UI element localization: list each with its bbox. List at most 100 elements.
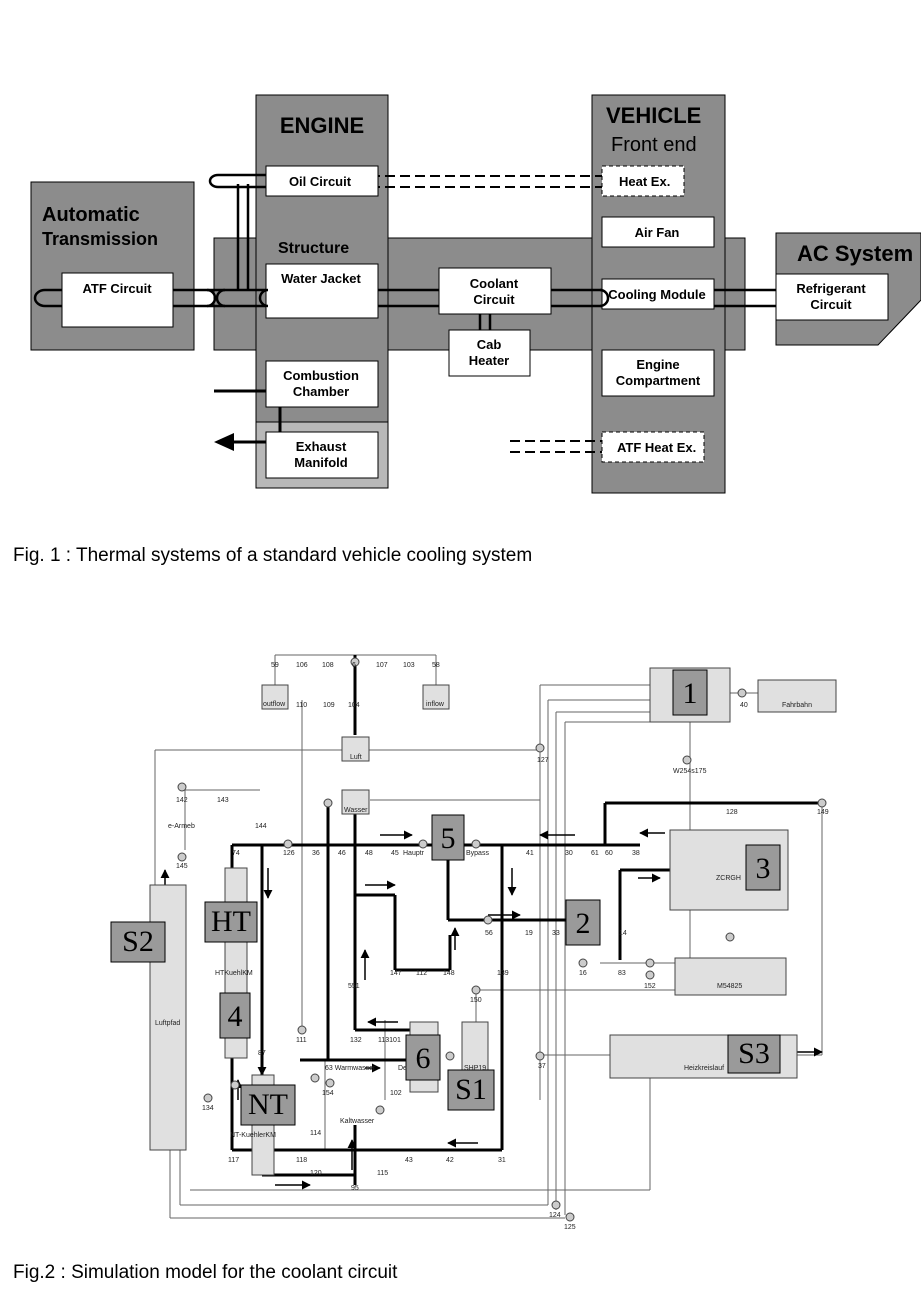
node-117: 117 <box>228 1157 239 1164</box>
lbl-ntkuehlkm: NT-KuehlerKM <box>230 1132 276 1139</box>
block-s1-label: S1 <box>455 1073 487 1106</box>
lbl-de: De <box>398 1065 407 1072</box>
node-110: 110 <box>296 702 307 709</box>
node-152: 152 <box>644 983 656 990</box>
lbl-fahrbahn: Fahrbahn <box>782 702 812 709</box>
transmission-title-1: Automatic <box>42 204 140 226</box>
node-46: 46 <box>338 850 346 857</box>
block-5-label: 5 <box>441 822 456 855</box>
heat-ex-box <box>601 165 685 197</box>
block-s3-label: S3 <box>738 1037 770 1070</box>
block-1 <box>672 669 708 716</box>
node-147: 147 <box>390 970 402 977</box>
refrigerant-label-1: Refrigerant <box>796 281 866 296</box>
water-jacket-label: Water Jacket <box>281 271 361 286</box>
fig2-diagram: 1 5 3 2 HT S2 4 6 S3 S1 NT Fahrbahn outf… <box>110 654 837 1231</box>
lbl-m54825: M54825 <box>717 983 742 990</box>
node-144: 144 <box>255 823 267 830</box>
comp-outflow <box>261 684 289 710</box>
node-37: 37 <box>538 1063 546 1070</box>
oil-circuit-label: Oil Circuit <box>289 174 352 189</box>
oil-circuit-box <box>265 165 379 197</box>
fig2-thin-lines <box>154 654 823 1219</box>
engine-comp-label-2: Compartment <box>616 373 701 388</box>
fig1-diagram: ENGINE VEHICLE Front end Automatic Trans… <box>30 94 921 494</box>
lbl-inflow: inflow <box>426 701 445 708</box>
node-87: 87 <box>258 1050 266 1057</box>
node-115: 115 <box>377 1170 388 1177</box>
fig2-nodes <box>177 657 827 1222</box>
refrigerant-circuit-box <box>775 273 889 321</box>
node-139: 139 <box>497 970 509 977</box>
comp-inflow <box>422 684 450 710</box>
lbl-hauptr: Hauptr <box>403 850 425 857</box>
engine-title: ENGINE <box>280 113 364 138</box>
comp-shp19 <box>461 1021 489 1071</box>
atf-heat-ex-box <box>601 431 705 463</box>
node-128: 128 <box>726 809 738 816</box>
lbl-earmeb: e-Armeb <box>168 823 195 830</box>
lbl-luftpfad: Luftpfad <box>155 1020 180 1027</box>
node-148: 148 <box>443 970 455 977</box>
refrigerant-label-2: Circuit <box>810 297 852 312</box>
node-43: 43 <box>405 1157 413 1164</box>
node-104: 104 <box>348 702 360 709</box>
lbl-warmwasser: 63 Warmwasser <box>325 1065 376 1072</box>
comp-m54825 <box>674 957 787 996</box>
node-59: 59 <box>271 662 279 669</box>
node-95: 95 <box>351 1185 359 1192</box>
node-145: 145 <box>176 863 188 870</box>
node-551: 551 <box>348 983 360 990</box>
engine-compartment-box <box>601 349 715 397</box>
node-111: 111 <box>296 1037 307 1044</box>
block-3 <box>745 844 781 891</box>
node-41: 41 <box>526 850 534 857</box>
lbl-htkuehlkm: HTKuehlKM <box>215 970 253 977</box>
lbl-outflow: outflow <box>263 701 286 708</box>
lbl-shp19: SHP19 <box>464 1065 486 1072</box>
block-nt <box>240 1084 296 1126</box>
vehicle-subtitle: Front end <box>611 134 697 156</box>
fig1-caption: Fig. 1 : Thermal systems of a standard v… <box>13 545 533 566</box>
block-s2-label: S2 <box>122 925 154 958</box>
block-6 <box>405 1034 441 1081</box>
node-61: 61 <box>591 850 599 857</box>
node-113101: 113101 <box>378 1037 401 1044</box>
comp-luft <box>341 736 370 762</box>
node-149: 149 <box>817 809 829 816</box>
lbl-luft: Luft <box>350 754 362 761</box>
coolant-circuit-box <box>438 267 552 315</box>
atf-circuit-label: ATF Circuit <box>82 281 152 296</box>
node-60: 60 <box>605 850 613 857</box>
block-6-label: 6 <box>416 1042 431 1075</box>
node-125: 125 <box>564 1224 576 1231</box>
block-s3 <box>727 1034 781 1074</box>
exhaust-label-1: Exhaust <box>296 439 347 454</box>
node-58: 58 <box>432 662 440 669</box>
combustion-label-2: Chamber <box>293 384 349 399</box>
cab-heater-box <box>448 329 531 377</box>
fig2-blocks <box>110 669 781 1126</box>
lbl-wasser: Wasser <box>344 807 368 814</box>
node-14: 14 <box>619 930 627 937</box>
node-103: 103 <box>403 662 415 669</box>
block-ht <box>204 901 258 943</box>
node-45: 45 <box>391 850 399 857</box>
node-33: 33 <box>552 930 560 937</box>
block-2 <box>565 899 601 946</box>
node-30: 30 <box>565 850 573 857</box>
air-fan-label: Air Fan <box>635 225 680 240</box>
ac-system-title: AC System <box>797 241 913 266</box>
lbl-heizkreislauf: Heizkreislauf <box>684 1065 724 1072</box>
block-5 <box>431 814 465 861</box>
engine-comp-label-1: Engine <box>636 357 679 372</box>
node-102: 102 <box>390 1090 402 1097</box>
node-154: 154 <box>322 1090 334 1097</box>
cooling-module-label: Cooling Module <box>608 287 705 302</box>
node-40: 40 <box>740 702 748 709</box>
node-112: 112 <box>416 970 427 977</box>
node-38: 38 <box>632 850 640 857</box>
cooling-module-box <box>601 278 715 310</box>
comp-wasser <box>341 789 370 815</box>
